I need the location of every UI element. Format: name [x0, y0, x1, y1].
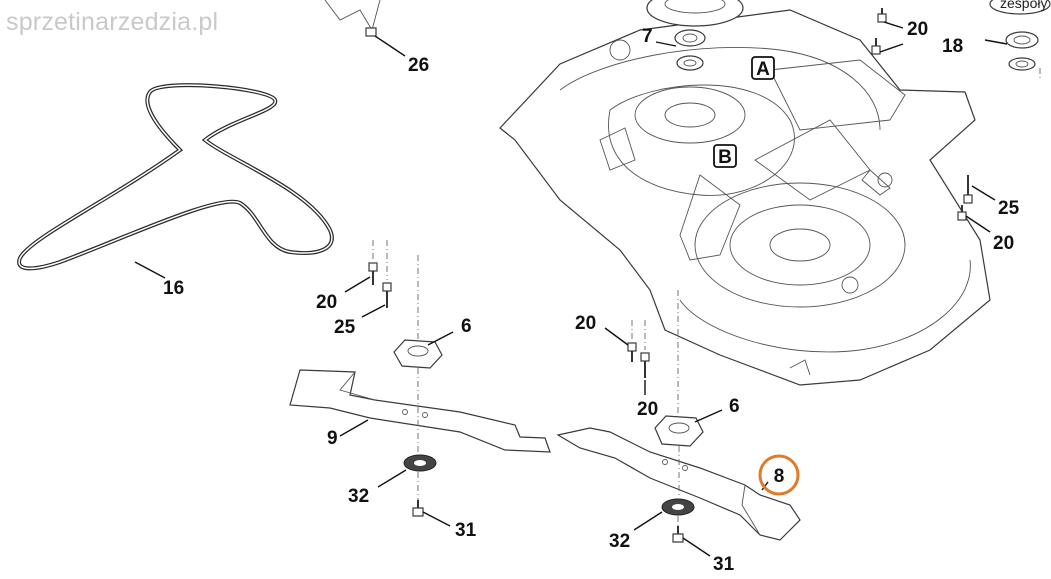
callout-32-left: 32 [348, 486, 369, 507]
callout-16: 16 [163, 278, 184, 299]
right-blade-bolt [672, 516, 684, 543]
callout-25-left: 25 [334, 317, 356, 338]
right-top-fragment [989, 0, 1051, 15]
left-blade-bolt [412, 472, 424, 517]
callout-25-right: 25 [998, 198, 1020, 219]
left-blade [289, 368, 551, 455]
right-blade-adapter [654, 415, 704, 447]
top-bolts [871, 8, 887, 55]
callout-18: 18 [942, 36, 963, 57]
callout-31-left: 31 [455, 520, 477, 541]
box-label-b-text: B [718, 147, 732, 168]
callout-20-right: 20 [993, 233, 1014, 254]
bearing-18 [1005, 31, 1041, 78]
center-bolts [627, 290, 679, 415]
corner-label: zespoły [1000, 0, 1048, 11]
highlighted-callout-8: 8 [758, 454, 800, 496]
callout-7: 7 [642, 26, 653, 47]
top-bracket-fragment [324, 0, 381, 37]
left-blade-adapter [393, 339, 443, 369]
drive-belt [17, 83, 334, 271]
box-label-a: A [751, 56, 775, 80]
callout-26: 26 [408, 55, 429, 76]
top-pulley [646, 0, 744, 27]
right-blade [556, 427, 801, 541]
callout-20-top: 20 [907, 19, 928, 40]
callout-8: 8 [774, 466, 785, 487]
callout-9: 9 [327, 428, 338, 449]
callout-20-left: 20 [316, 292, 337, 313]
callout-numbers: 26 20 7 18 20 25 20 16 20 25 6 20 20 6 9… [163, 19, 1020, 575]
callout-31-right: 31 [713, 554, 735, 575]
watermark: sprzetinarzedzia.pl [6, 8, 219, 36]
callout-6-left: 6 [461, 316, 472, 337]
right-side-bolts [957, 175, 973, 221]
box-label-a-text: A [756, 59, 770, 80]
callout-20-center-low: 20 [637, 399, 658, 420]
callout-32-right: 32 [609, 531, 630, 552]
right-washer [661, 498, 695, 516]
box-label-b: B [713, 144, 737, 168]
callout-6-right: 6 [729, 396, 740, 417]
left-washer [403, 454, 437, 472]
mower-deck [499, 9, 991, 386]
callout-20-center: 20 [575, 313, 596, 334]
leader-lines [134, 21, 1008, 557]
bearing-7 [674, 29, 706, 71]
left-bolts [368, 240, 419, 350]
